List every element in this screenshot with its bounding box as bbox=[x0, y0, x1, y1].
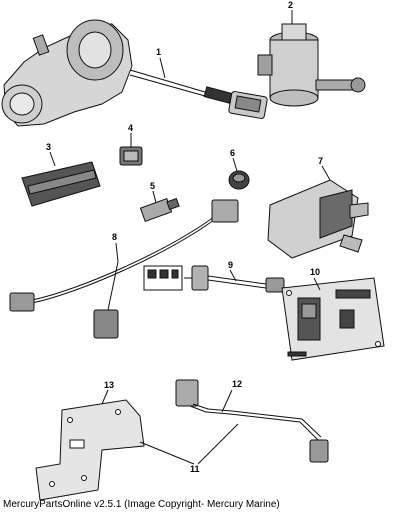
callout-3: 3 bbox=[46, 142, 51, 152]
callout-4: 4 bbox=[128, 123, 133, 133]
part-12-cable[interactable] bbox=[175, 379, 329, 463]
callout-12: 12 bbox=[232, 379, 242, 389]
callout-7: 7 bbox=[318, 156, 323, 166]
part-1-actuator-motor[interactable] bbox=[1, 19, 268, 127]
callout-8: 8 bbox=[112, 232, 117, 242]
part-13-bracket[interactable] bbox=[35, 399, 145, 501]
copyright-caption: MercuryPartsOnline v2.5.1 (Image Copyrig… bbox=[3, 499, 280, 510]
callout-6: 6 bbox=[230, 148, 235, 158]
part-4-plug[interactable] bbox=[119, 146, 143, 166]
callout-13: 13 bbox=[104, 380, 114, 390]
part-10-circuit-board[interactable] bbox=[281, 277, 385, 361]
callout-1: 1 bbox=[156, 47, 161, 57]
part-2-pump[interactable] bbox=[257, 23, 366, 107]
part-3-connector-block[interactable] bbox=[21, 161, 101, 207]
callout-5: 5 bbox=[150, 181, 155, 191]
callout-11: 11 bbox=[190, 464, 200, 474]
callout-10: 10 bbox=[310, 267, 320, 277]
callout-9: 9 bbox=[228, 260, 233, 270]
part-9-lead[interactable] bbox=[143, 265, 285, 293]
part-5-connector[interactable] bbox=[139, 197, 180, 223]
part-7-control-module[interactable] bbox=[267, 179, 369, 259]
part-6-cap[interactable] bbox=[228, 170, 250, 190]
callout-2: 2 bbox=[288, 0, 293, 10]
part-8-wire-harness[interactable] bbox=[9, 199, 239, 339]
